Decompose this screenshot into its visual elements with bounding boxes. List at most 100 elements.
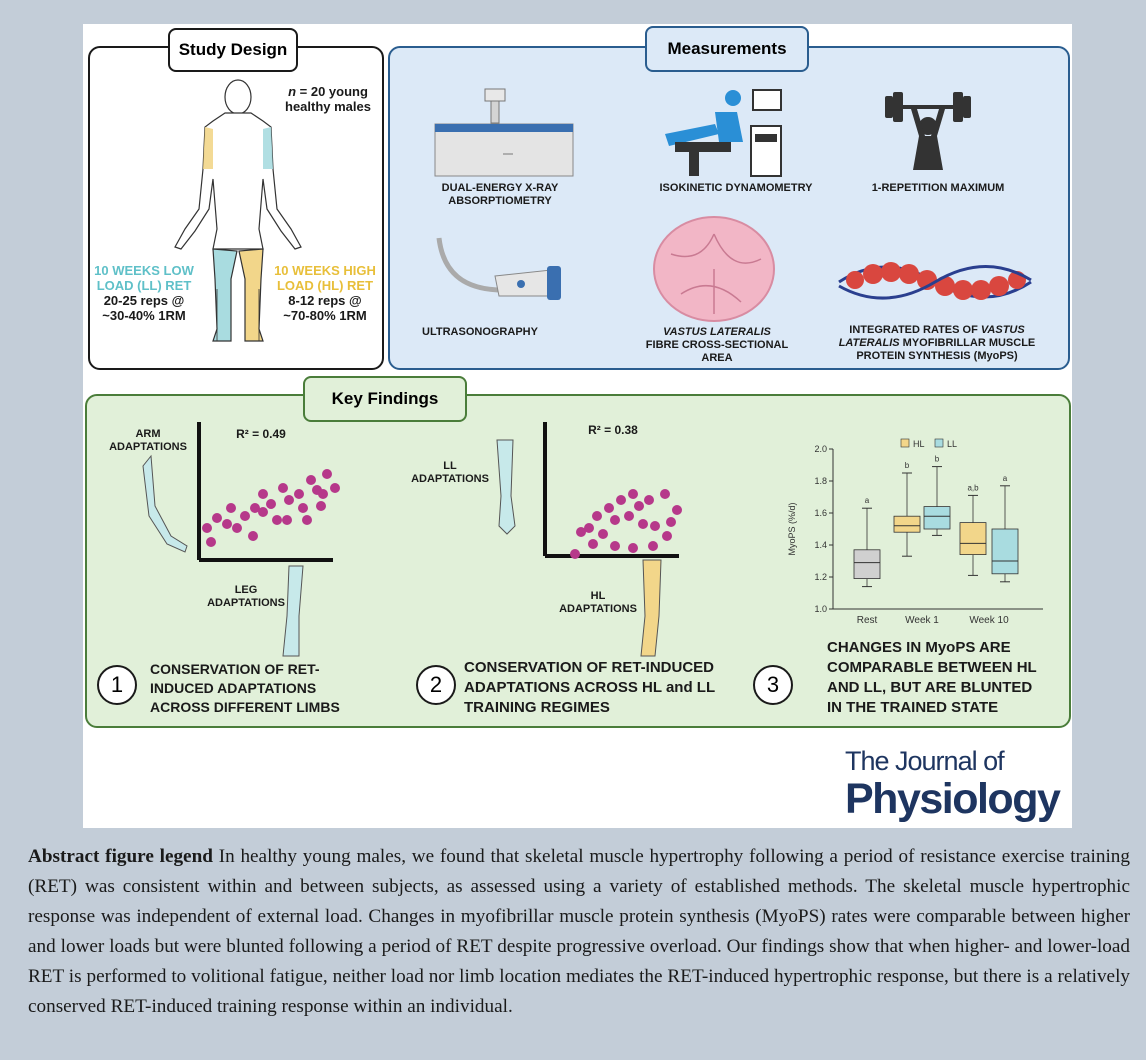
weightlifter-icon xyxy=(885,92,971,170)
body-illustration xyxy=(174,79,302,342)
scatter-point xyxy=(222,519,232,529)
n-participants: n = 20 young healthy males xyxy=(285,84,371,114)
measurement-myops: INTEGRATED RATES OF VASTUS LATERALIS MYO… xyxy=(838,324,1036,362)
y-tick-label: 1.2 xyxy=(814,572,827,582)
scatter-point xyxy=(610,541,620,551)
x-tick-label: Rest xyxy=(857,615,878,626)
scatter-point xyxy=(628,543,638,553)
scatter-point xyxy=(294,489,304,499)
box-ll xyxy=(923,506,951,530)
scatter-point xyxy=(248,531,258,541)
measurement-dynamometry: ISOKINETIC DYNAMOMETRY xyxy=(659,182,813,194)
legend-label-hl: HL xyxy=(913,439,925,449)
scatter-point xyxy=(610,515,620,525)
scatter-point xyxy=(634,501,644,511)
scatter-point xyxy=(592,511,602,521)
finding-2-text: CONSERVATION OF RET-INDUCED ADAPTATIONS … xyxy=(464,659,716,716)
significance-letter: a xyxy=(1003,474,1008,483)
ll-protocol: 10 WEEKS LOW LOAD (LL) RET 20-25 reps @ … xyxy=(94,263,194,323)
scatter-point xyxy=(226,503,236,513)
scatter-point xyxy=(628,489,638,499)
hl-protocol: 10 WEEKS HIGH LOAD (HL) RET 8-12 reps @ … xyxy=(274,263,376,323)
scatter-point xyxy=(644,495,654,505)
scatter-point xyxy=(202,523,212,533)
figure-legend: Abstract figure legend In healthy young … xyxy=(28,842,1130,1022)
scatter-point xyxy=(672,505,682,515)
scatter-point xyxy=(570,549,580,559)
legend-label-ll: LL xyxy=(947,439,957,449)
scatter-point xyxy=(272,515,282,525)
scatter-point xyxy=(584,523,594,533)
scatter-limbs xyxy=(142,422,340,657)
scatter-point xyxy=(318,489,328,499)
scatter-point xyxy=(298,503,308,513)
scatter-point xyxy=(604,503,614,513)
scatter-point xyxy=(648,541,658,551)
y-tick-label: 1.8 xyxy=(814,476,827,486)
box-ll xyxy=(991,528,1019,575)
figure-legend-body: In healthy young males, we found that sk… xyxy=(28,846,1130,1017)
dxa-scanner-icon xyxy=(434,88,574,177)
figure-legend-title: Abstract figure legend xyxy=(28,846,213,867)
scatter-point xyxy=(258,507,268,517)
scatter-loads xyxy=(496,422,682,657)
scatter-point xyxy=(306,475,316,485)
measurement-vl-csa: VASTUS LATERALIS FIBRE CROSS-SECTIONAL A… xyxy=(645,326,789,364)
scatter-point xyxy=(212,513,222,523)
finding-1-text: CONSERVATION OF RET- INDUCED ADAPTATIONS… xyxy=(150,661,340,715)
box-hl xyxy=(959,522,987,555)
scatter-point xyxy=(316,501,326,511)
measurement-ultrasonography: ULTRASONOGRAPHY xyxy=(422,326,538,338)
r2-loads: R² = 0.38 xyxy=(588,423,638,437)
journal-logo-line2: Physiology xyxy=(845,775,1061,823)
scatter-point xyxy=(250,503,260,513)
scatter-point xyxy=(206,537,216,547)
finding-3-text: CHANGES IN MyoPS ARE COMPARABLE BETWEEN … xyxy=(827,639,1037,716)
legend-swatch-hl xyxy=(900,438,910,448)
scatter-point xyxy=(616,495,626,505)
scatter-point xyxy=(282,515,292,525)
x-tick-label: Week 10 xyxy=(969,615,1009,626)
scatter-point xyxy=(588,539,598,549)
ultrasound-probe-icon xyxy=(436,237,561,300)
measurements-title: Measurements xyxy=(645,26,809,72)
box-rest xyxy=(853,549,881,580)
scatter-point xyxy=(660,489,670,499)
scatter-point xyxy=(666,517,676,527)
journal-logo-line1: The Journal of xyxy=(845,746,1005,776)
scatter-point xyxy=(598,529,608,539)
y-tick-label: 1.6 xyxy=(814,508,827,518)
finding-1-number: 1 xyxy=(97,665,137,705)
significance-letter: b xyxy=(935,455,940,464)
scatter-point xyxy=(576,527,586,537)
scatter-point xyxy=(624,511,634,521)
graphical-abstract: Study Design n = 20 young healthy males … xyxy=(83,24,1072,828)
significance-letter: a xyxy=(865,496,870,505)
journal-logo: The Journal of Physiology xyxy=(845,746,1061,823)
study-design-title: Study Design xyxy=(168,28,298,72)
scatter-point xyxy=(278,483,288,493)
scatter-point xyxy=(330,483,340,493)
y-axis-label: MyoPS (%/d) xyxy=(787,502,797,555)
scatter-point xyxy=(638,519,648,529)
scatter-point xyxy=(232,523,242,533)
finding-2-number: 2 xyxy=(416,665,456,705)
significance-letter: a,b xyxy=(967,483,979,492)
scatter-point xyxy=(240,511,250,521)
y-tick-label: 2.0 xyxy=(814,444,827,454)
measurement-1rm: 1-REPETITION MAXIMUM xyxy=(871,182,1005,194)
y-tick-label: 1.4 xyxy=(814,540,827,550)
myofibril-icon xyxy=(838,262,1032,300)
legend-swatch-ll xyxy=(934,438,944,448)
finding-3-number: 3 xyxy=(753,665,793,705)
significance-letter: b xyxy=(905,461,910,470)
measurement-dxa: DUAL-ENERGY X-RAY ABSORPTIOMETRY xyxy=(441,182,559,207)
scatter-point xyxy=(266,499,276,509)
scatter-point xyxy=(284,495,294,505)
scatter-point xyxy=(650,521,660,531)
